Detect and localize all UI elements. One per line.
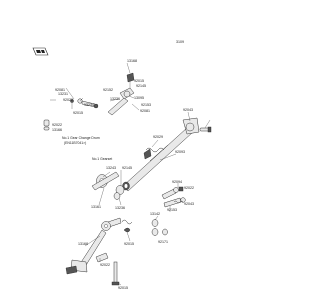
part-label: 92015 xyxy=(73,111,83,115)
pin-left xyxy=(70,99,74,109)
part-label: 92022 xyxy=(52,123,62,127)
spring-clip xyxy=(121,219,133,233)
note-frame-range: (EN11B7041>) xyxy=(64,141,86,145)
parts-diagram: 3109 xyxy=(32,40,212,290)
part-label: 92022 xyxy=(184,186,194,190)
part-label: 92015 xyxy=(124,242,134,246)
part-label: 92022 xyxy=(100,263,110,267)
part-label: 92029 xyxy=(153,135,163,139)
part-label: 92081 xyxy=(55,88,65,92)
gear-change-pedal xyxy=(65,217,122,275)
part-label: 92145 xyxy=(136,84,146,88)
applicability-notes: No.1 Gear Change Drum (EN11B7041>) No.1 … xyxy=(62,136,112,161)
part-label: 92043 xyxy=(184,202,194,206)
tie-rod-upper xyxy=(161,186,184,200)
collar-center xyxy=(113,185,125,200)
part-label: 92015 xyxy=(118,286,128,290)
oil-seal xyxy=(122,181,130,191)
part-label: 92043 xyxy=(183,108,193,112)
shift-arm-upper xyxy=(107,87,135,116)
leader-lines xyxy=(50,62,211,286)
return-spring xyxy=(143,147,165,160)
part-label: 92153 xyxy=(141,103,151,107)
part-label: 13236 xyxy=(110,97,120,101)
manufacturer-logo xyxy=(32,47,49,56)
washer-lower xyxy=(151,219,168,236)
part-label: 92081 xyxy=(140,109,150,113)
change-drum-pawl xyxy=(126,72,135,88)
part-label: 13168 xyxy=(78,242,88,246)
part-label: 13231 xyxy=(58,92,68,96)
part-label: 92171 xyxy=(158,240,168,244)
part-label: 92145 xyxy=(122,166,132,170)
part-label: 13166 xyxy=(52,128,62,132)
part-label: 13168 xyxy=(127,59,137,63)
part-label: 92094 xyxy=(172,180,182,184)
part-label: 13095 xyxy=(134,96,144,100)
figure-code: 3109 xyxy=(176,40,184,44)
part-label: 92153 xyxy=(167,208,177,212)
part-label: 13236 xyxy=(115,206,125,210)
part-label: 13161 xyxy=(91,205,101,209)
detent-lever xyxy=(77,98,99,109)
part-label: 13142 xyxy=(150,212,160,216)
note-drum: No.1 Gear Change Drum xyxy=(62,136,100,140)
spring-right xyxy=(173,200,184,204)
part-label: 13234 xyxy=(84,103,94,107)
part-label: 92015 xyxy=(134,79,144,83)
part-label: 13243 xyxy=(106,166,116,170)
pivot-bolt xyxy=(111,261,120,286)
part-label: 92093 xyxy=(175,150,185,154)
gear-shift-shaft xyxy=(122,117,200,192)
washer-left xyxy=(43,119,50,131)
part-label: 92022 xyxy=(63,98,73,102)
part-label: 92152 xyxy=(103,88,113,92)
tie-rod-lower xyxy=(163,197,186,208)
linkage-arm xyxy=(91,171,120,191)
note-gearset: No.1 Gearset xyxy=(92,157,112,161)
part-labels: 13168 92015 92145 92152 13236 13095 9215… xyxy=(52,59,194,290)
bolt-right xyxy=(199,126,212,133)
